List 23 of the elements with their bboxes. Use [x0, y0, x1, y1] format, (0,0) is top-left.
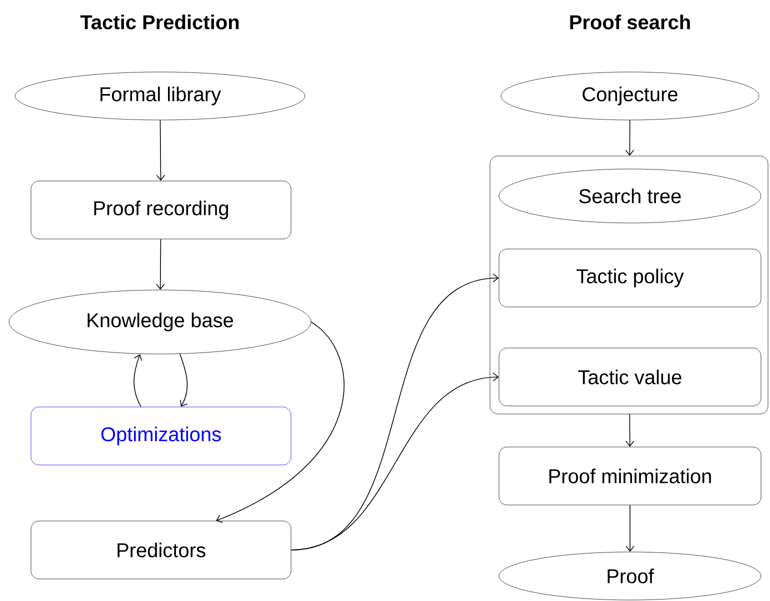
process-box: Tactic policy: [498, 248, 762, 308]
arrow: [180, 354, 188, 407]
arrow: [625, 414, 634, 447]
ellipse-node: Conjecture: [500, 72, 760, 120]
process-box: Proof minimization: [498, 446, 762, 506]
ellipse-node: Proof: [498, 552, 762, 600]
column-heading: Tactic Prediction: [80, 14, 239, 30]
ellipse-node: Formal library: [14, 72, 306, 120]
arrow: [134, 354, 142, 408]
arrow: [626, 504, 634, 552]
arrow: [290, 372, 499, 550]
column-heading: Proof search: [570, 14, 690, 30]
process-box: Predictors: [30, 520, 292, 580]
arrow: [625, 120, 634, 156]
process-box: Tactic value: [498, 348, 762, 406]
arrow: [156, 238, 165, 290]
arrow: [216, 322, 344, 523]
process-box: Proof recording: [30, 180, 292, 240]
group-box: [490, 156, 768, 414]
ellipse-node: Knowledge base: [8, 290, 312, 354]
arrow: [156, 120, 166, 181]
process-box: Optimizations: [30, 406, 292, 466]
ellipse-node: Search tree: [498, 168, 762, 224]
